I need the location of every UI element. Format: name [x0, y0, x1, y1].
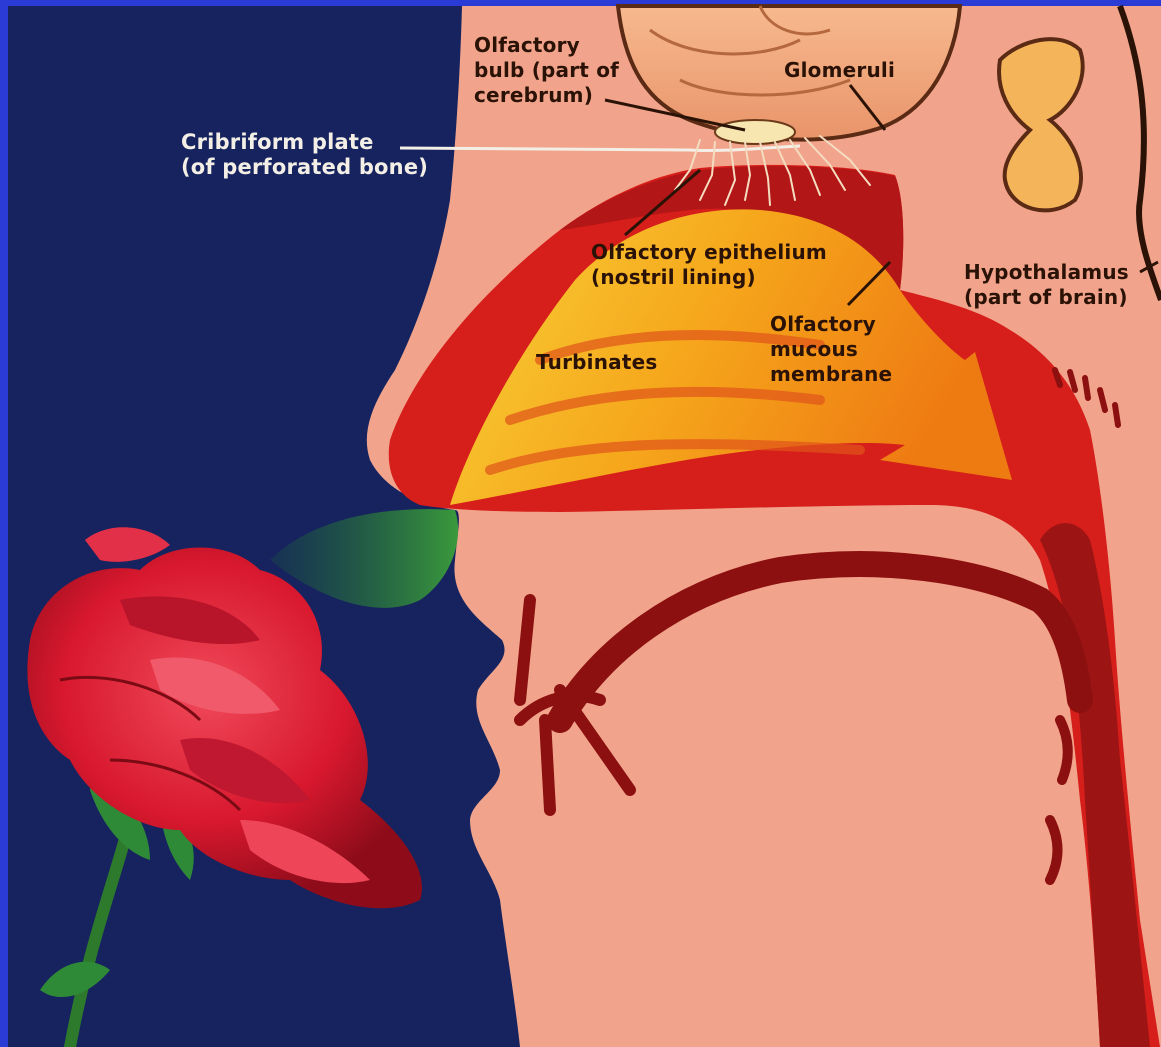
label-hypothalamus: Hypothalamus (part of brain) — [964, 260, 1129, 310]
label-olfactory-epithelium: Olfactory epithelium (nostril lining) — [591, 240, 827, 290]
label-cribriform-plate: Cribriform plate (of perforated bone) — [181, 130, 428, 180]
label-olfactory-mucous-membrane: Olfactory mucous membrane — [770, 312, 892, 387]
olfactory-bulb — [715, 120, 795, 144]
label-turbinates: Turbinates — [536, 350, 657, 375]
label-glomeruli: Glomeruli — [784, 58, 895, 83]
label-olfactory-bulb: Olfactory bulb (part of cerebrum) — [474, 33, 619, 108]
